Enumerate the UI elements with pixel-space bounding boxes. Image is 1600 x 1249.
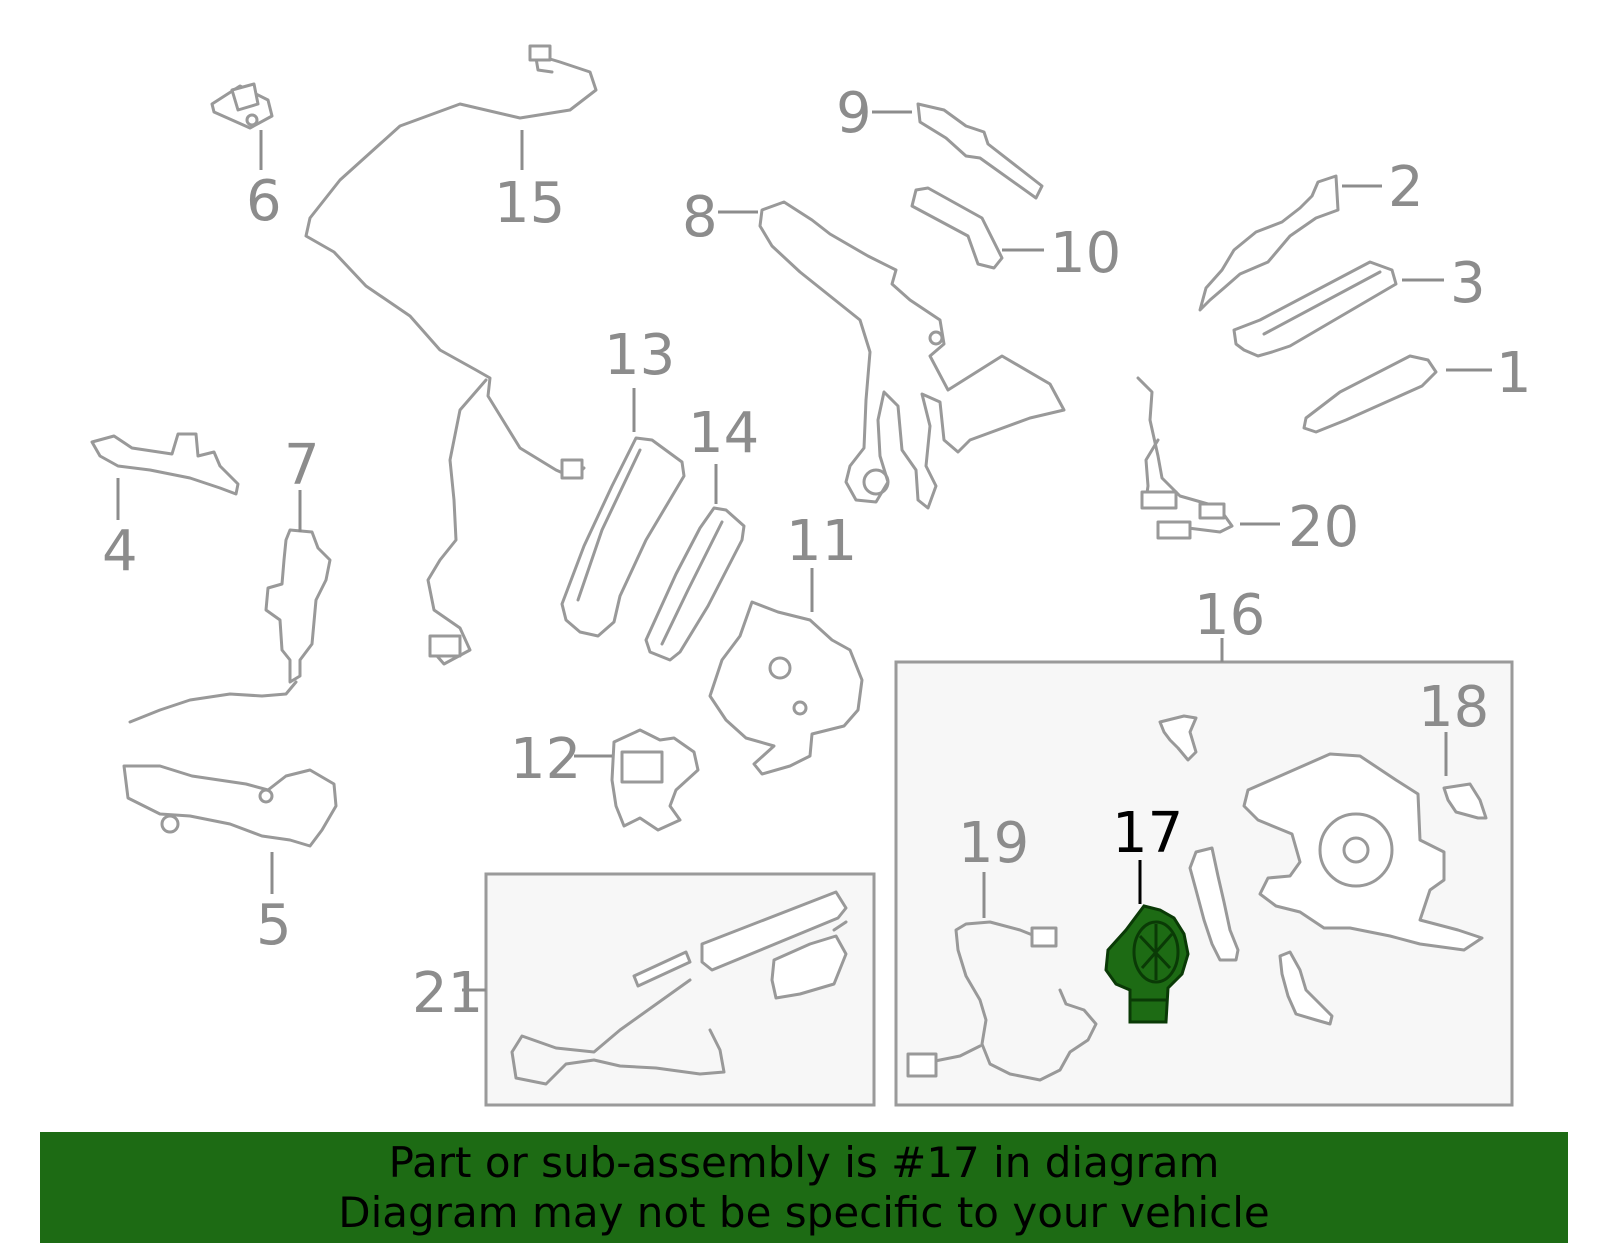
part-4-bracket[interactable] <box>90 432 240 496</box>
callout-18: 18 <box>1418 675 1489 740</box>
callout-20: 20 <box>1288 495 1359 560</box>
part-12-motor[interactable] <box>610 728 700 832</box>
callout-15: 15 <box>494 171 565 236</box>
part-7-actuator[interactable] <box>128 528 332 724</box>
part-18-clip[interactable] <box>1442 782 1488 820</box>
part-19-wire[interactable] <box>906 920 1098 1082</box>
callout-2: 2 <box>1388 155 1424 220</box>
part-8-frame[interactable] <box>758 200 1066 510</box>
part-3-bracket[interactable] <box>1232 260 1398 358</box>
part-1-bracket[interactable] <box>1302 354 1438 434</box>
callout-21: 21 <box>412 961 483 1026</box>
part-6-bracket[interactable] <box>210 82 274 130</box>
callout-13: 13 <box>604 323 675 388</box>
callout-4: 4 <box>102 519 138 584</box>
callout-12: 12 <box>510 727 581 792</box>
part-5-handle[interactable] <box>122 764 338 848</box>
part-11-latch[interactable] <box>708 600 864 776</box>
callout-3: 3 <box>1450 251 1486 316</box>
callout-8: 8 <box>682 185 718 250</box>
part-21-cable-kit[interactable] <box>510 890 848 1086</box>
part-9-trim[interactable] <box>916 102 1044 200</box>
callout-7: 7 <box>284 433 320 498</box>
callout-17: 17 <box>1112 801 1183 866</box>
callout-10: 10 <box>1050 221 1121 286</box>
callout-14: 14 <box>688 401 759 466</box>
part-16-regulator-assembly[interactable] <box>1242 752 1484 952</box>
part-13-seal[interactable] <box>560 436 686 638</box>
part-10-trim[interactable] <box>910 186 1004 270</box>
part-20-wire[interactable] <box>1136 376 1234 540</box>
callout-5: 5 <box>256 893 292 958</box>
callout-9: 9 <box>836 81 872 146</box>
callout-6: 6 <box>246 169 282 234</box>
callout-11: 11 <box>786 509 857 574</box>
callout-1: 1 <box>1496 341 1532 406</box>
callout-16: 16 <box>1194 583 1265 648</box>
part-2-bracket[interactable] <box>1198 174 1340 312</box>
part-16-small-bracket[interactable] <box>1158 714 1198 762</box>
callout-19: 19 <box>958 811 1029 876</box>
part-16-lower-bracket[interactable] <box>1278 950 1334 1026</box>
part-17-highlighted-motor[interactable] <box>1104 904 1190 1024</box>
part-16-link-arm[interactable] <box>1188 846 1240 962</box>
info-banner: Part or sub-assembly is #17 in diagram D… <box>40 1132 1568 1243</box>
part-15-wire-harness[interactable] <box>304 44 598 666</box>
banner-line-2: Diagram may not be specific to your vehi… <box>338 1188 1270 1237</box>
banner-line-1: Part or sub-assembly is #17 in diagram <box>388 1138 1220 1187</box>
part-14-seal[interactable] <box>644 506 746 662</box>
